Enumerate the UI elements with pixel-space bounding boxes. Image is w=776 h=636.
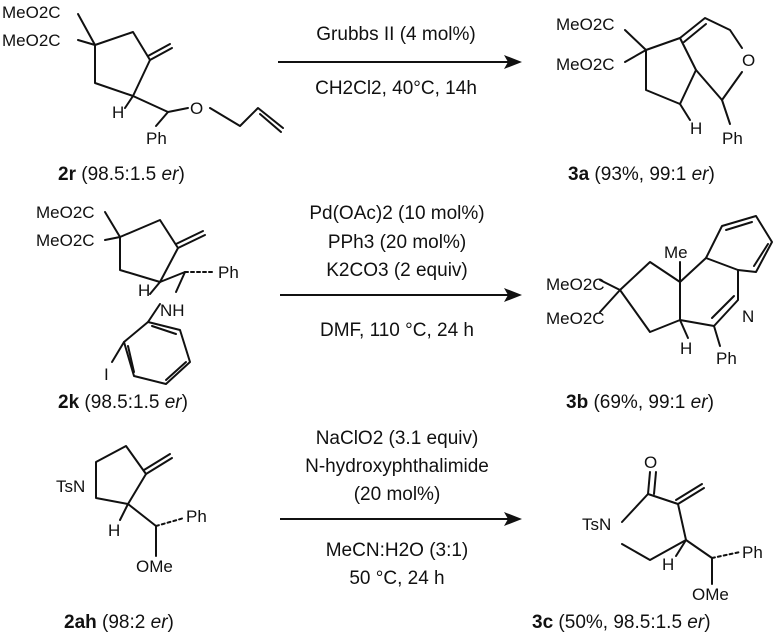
r1-condition-2: CH2Cl2, 40°C, 14h (315, 78, 477, 99)
r3-condition-3: (20 mol%) (354, 484, 441, 505)
2ah-ome-label: OMe (136, 557, 173, 576)
r2-condition-2: PPh3 (20 mol%) (328, 232, 466, 253)
r3-condition-5: 50 °C, 24 h (349, 568, 444, 589)
3a-ester1-label: MeO2C (556, 15, 615, 34)
r1-condition-1: Grubbs II (4 mol%) (316, 24, 475, 45)
3b-ph-label: Ph (716, 349, 737, 368)
2k-nh-label: NH (160, 301, 185, 320)
product-3a-structure (624, 17, 743, 125)
3c-tsn-label: TsN (582, 515, 611, 534)
3b-ester2-label: MeO2C (546, 309, 605, 328)
label-3c: 3c (50%, 98.5:1.5 er) (532, 612, 711, 633)
2k-ester1-label: MeO2C (36, 203, 95, 222)
label-3b: 3b (69%, 99:1 er) (566, 392, 714, 413)
3a-ester2-label: MeO2C (556, 55, 615, 74)
conditions-reaction-3: NaClO2 (3.1 equiv) N-hydroxyphthalimide … (280, 428, 522, 589)
label-2r: 2r (98.5:1.5 er) (58, 164, 185, 185)
3b-h-label: H (680, 339, 692, 358)
3a-o-label: O (742, 51, 755, 70)
2k-ester2-label: MeO2C (36, 231, 95, 250)
2r-o-label: O (190, 99, 203, 118)
label-2k: 2k (98.5:1.5 er) (58, 392, 188, 413)
2r-ester1-label: MeO2C (2, 3, 61, 22)
3b-ester1-label: MeO2C (546, 275, 605, 294)
substrate-2ah-structure (95, 445, 185, 557)
3b-me-label: Me (664, 243, 688, 262)
2k-h-label: H (138, 281, 150, 300)
conditions-reaction-2: Pd(OAc)2 (10 mol%) PPh3 (20 mol%) K2CO3 … (280, 203, 522, 341)
product-3b-structure (599, 215, 773, 347)
r2-condition-3: K2CO3 (2 equiv) (326, 260, 468, 281)
3b-n-label: N (742, 307, 754, 326)
3a-ph-label: Ph (722, 129, 743, 148)
3a-h-label: H (690, 119, 702, 138)
substrate-2k-structure (104, 211, 216, 385)
conditions-reaction-1: Grubbs II (4 mol%) CH2Cl2, 40°C, 14h (278, 24, 522, 99)
r3-condition-1: NaClO2 (3.1 equiv) (316, 428, 479, 449)
2k-i-label: I (104, 365, 109, 384)
substrate-2r-structure (77, 13, 284, 133)
3c-ph-label: Ph (742, 543, 763, 562)
2ah-ph-label: Ph (186, 507, 207, 526)
2r-ester2-label: MeO2C (2, 31, 61, 50)
3c-h-label: H (662, 555, 674, 574)
2r-h-label: H (112, 103, 124, 122)
3c-ome-label: OMe (692, 585, 729, 604)
r2-condition-4: DMF, 110 °C, 24 h (320, 320, 474, 341)
label-3a: 3a (93%, 99:1 er) (568, 164, 715, 185)
2r-ph-label: Ph (146, 129, 167, 148)
r2-condition-1: Pd(OAc)2 (10 mol%) (309, 203, 484, 224)
label-2ah: 2ah (98:2 er) (64, 612, 174, 633)
3c-o-label: O (644, 453, 657, 472)
2k-ph-label: Ph (218, 263, 239, 282)
product-3c-structure (621, 471, 741, 585)
2ah-tsn-label: TsN (56, 477, 85, 496)
2ah-h-label: H (108, 521, 120, 540)
r3-condition-4: MeCN:H2O (3:1) (326, 540, 469, 561)
r3-condition-2: N-hydroxyphthalimide (305, 456, 489, 477)
